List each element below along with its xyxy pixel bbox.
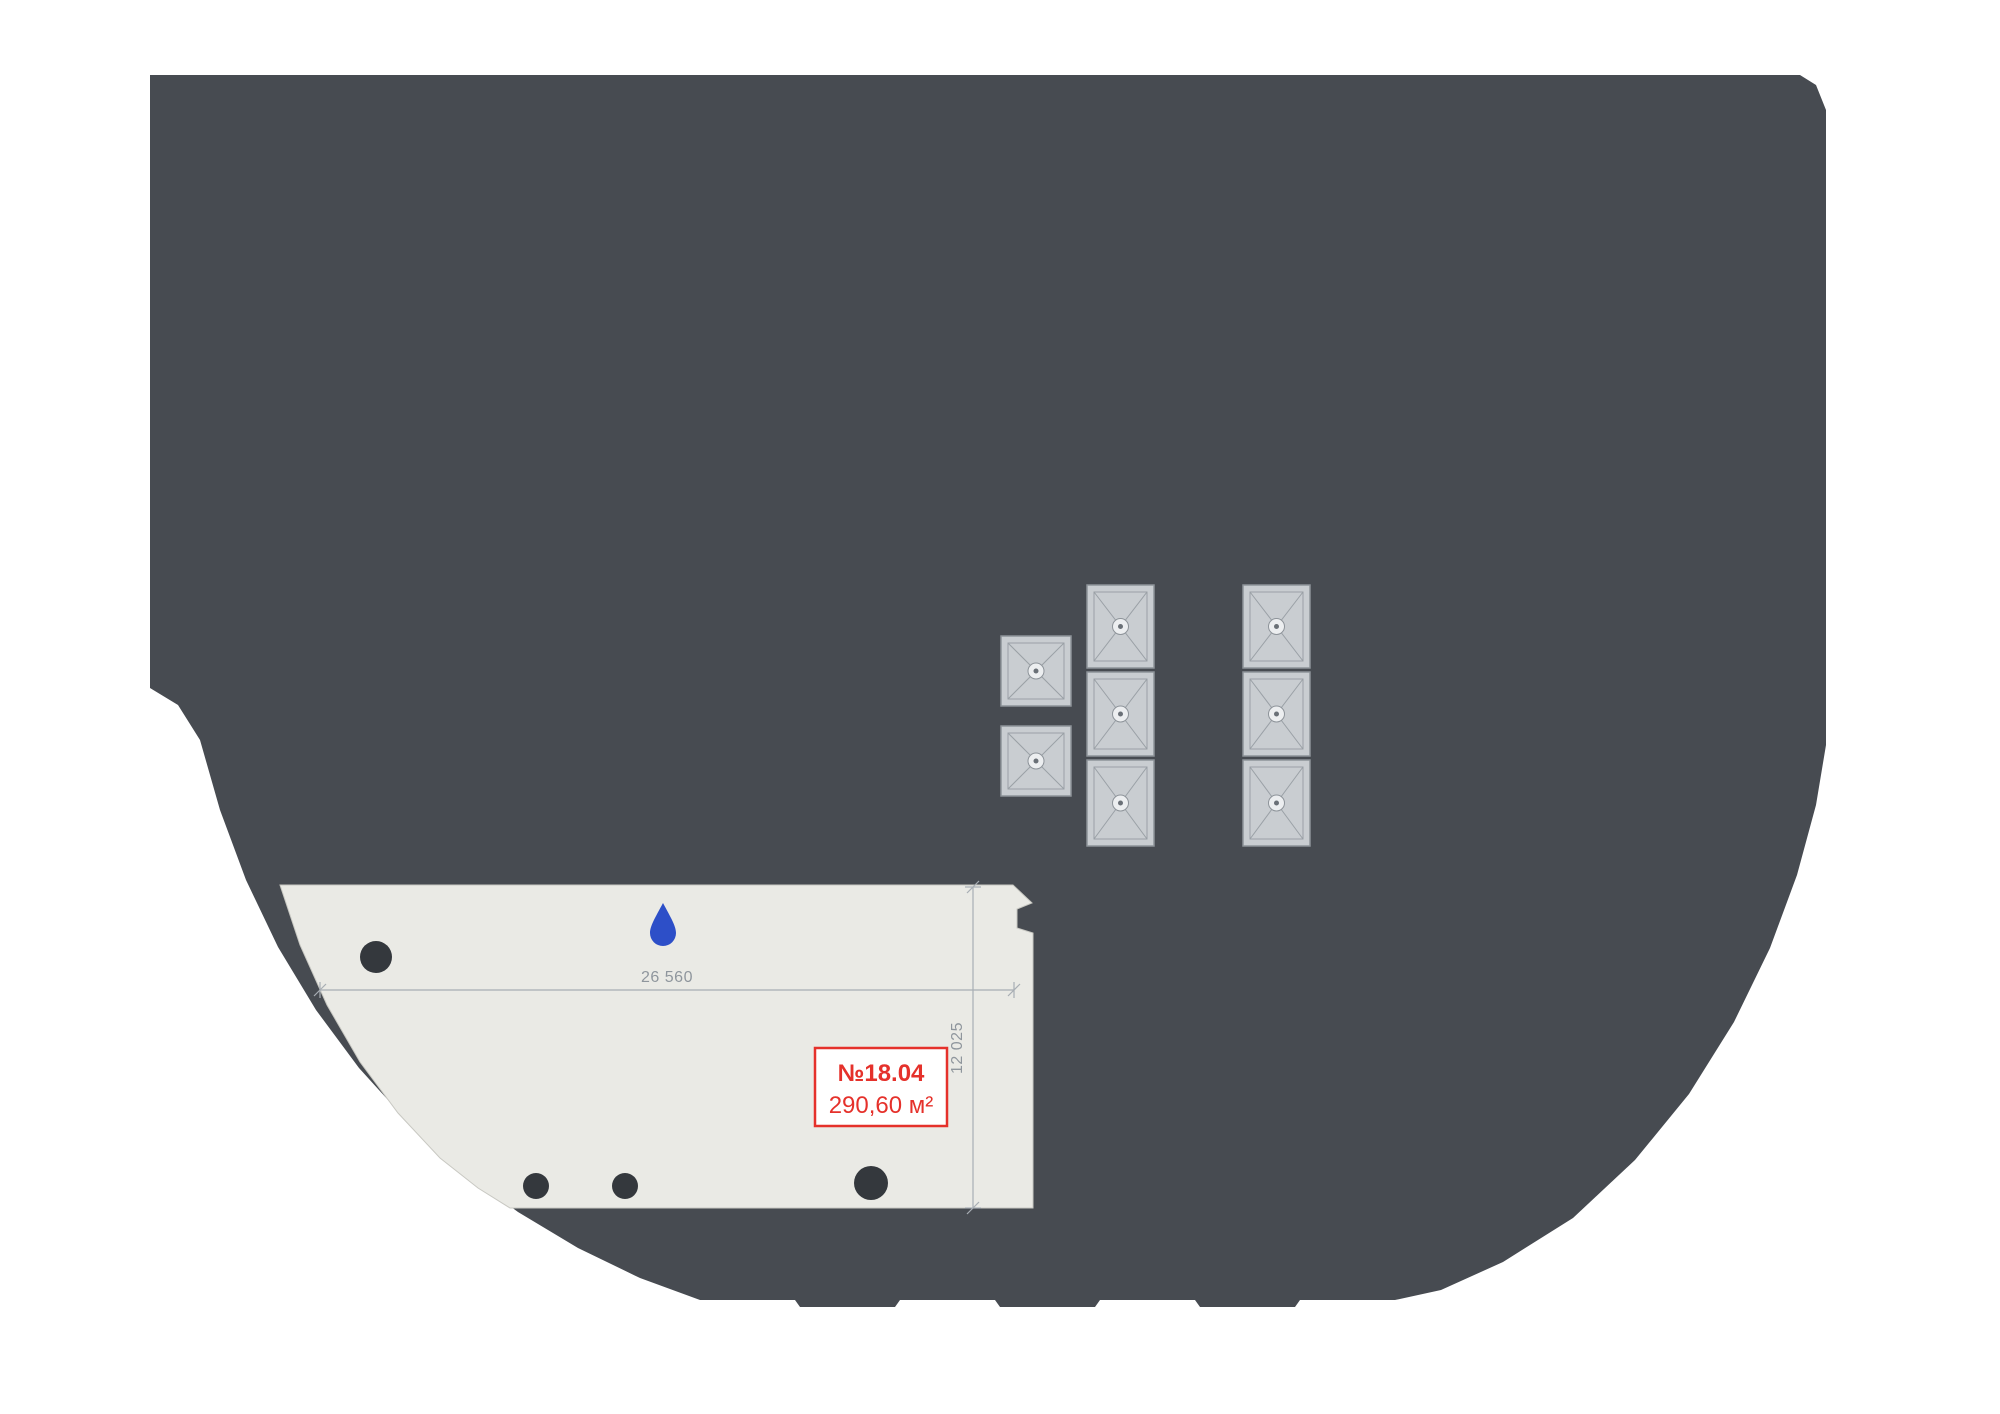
unit-area-label: 290,60 м² [829, 1092, 934, 1119]
column-marker [360, 941, 392, 973]
dimension-width-label: 26 560 [641, 969, 693, 986]
roof-hatch-icon [1086, 584, 1155, 669]
unit-18-04[interactable]: 26 560 12 025 №18.04 290,60 м² [279, 880, 1034, 1215]
unit-number-label: №18.04 [838, 1060, 925, 1087]
roof-hatch-icon [1242, 671, 1311, 757]
dimension-depth-label: 12 025 [949, 1022, 966, 1074]
pyramid-skylight-icon [1000, 725, 1072, 797]
roof-hatch-icon [1242, 759, 1311, 847]
dimension-depth [965, 880, 981, 1215]
roof-hatch-icon [1086, 759, 1155, 847]
roof-hatch-icon [1242, 584, 1311, 669]
pyramid-skylight-icon [1000, 635, 1072, 707]
column-marker [523, 1173, 549, 1199]
unit-label-box[interactable]: №18.04 290,60 м² [813, 1046, 949, 1128]
roof-hatch-icon [1086, 671, 1155, 757]
column-marker [854, 1166, 888, 1200]
water-drop-icon [650, 903, 676, 946]
column-marker [612, 1173, 638, 1199]
dimension-width [313, 982, 1021, 998]
